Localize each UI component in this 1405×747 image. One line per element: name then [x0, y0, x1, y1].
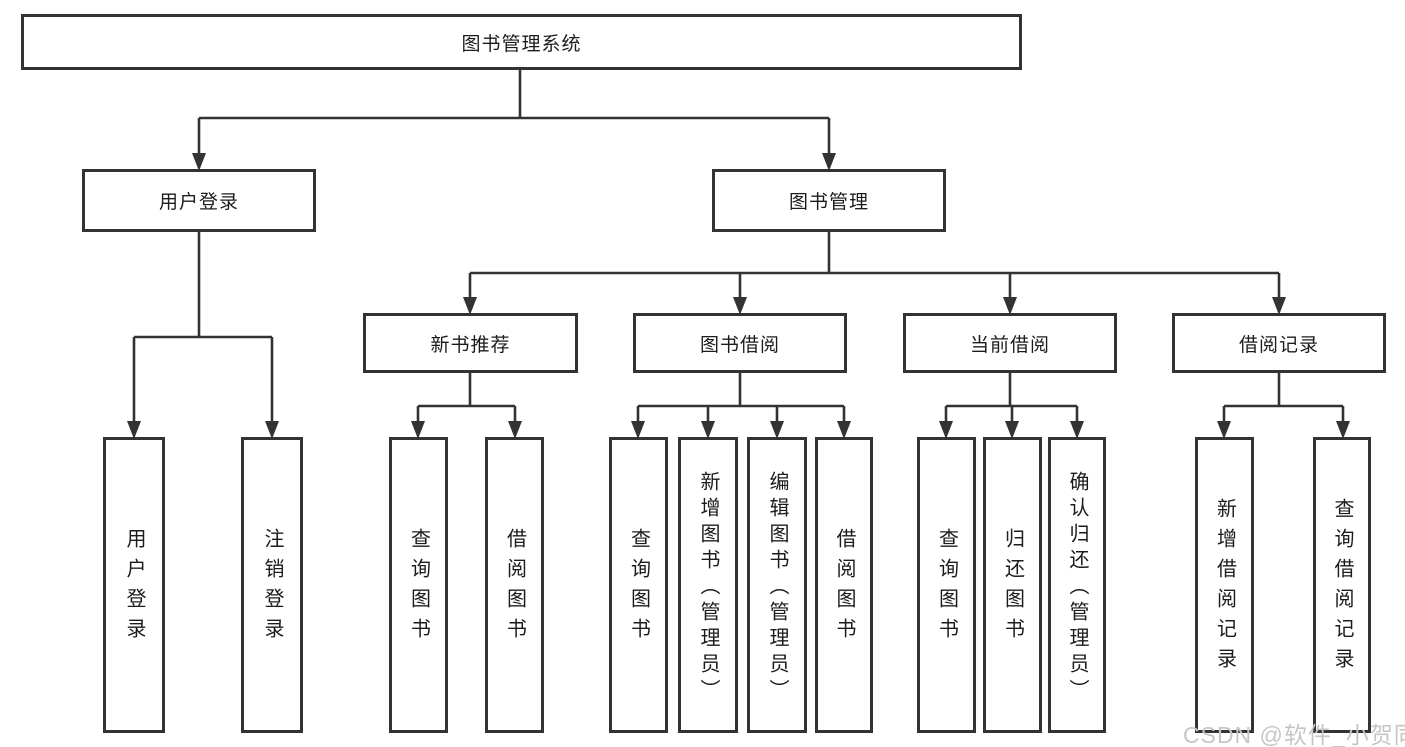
leaf-logout: 注销登录: [241, 437, 303, 733]
node-book-management-module: 图书管理: [712, 169, 946, 232]
leaf-return-book: 归还图书: [983, 437, 1042, 733]
leaf-query-borrow-record: 查询借阅记录: [1313, 437, 1371, 733]
node-new-book-recommend: 新书推荐: [363, 313, 578, 373]
node-current-borrowing: 当前借阅: [903, 313, 1117, 373]
leaf-confirm-return-admin: 确认归还（管理员）: [1048, 437, 1106, 733]
leaf-query-books-recommend: 查询图书: [389, 437, 448, 733]
leaf-query-books-borrow: 查询图书: [609, 437, 668, 733]
node-root-system: 图书管理系统: [21, 14, 1022, 70]
leaf-query-books-current: 查询图书: [917, 437, 976, 733]
leaf-edit-book-admin: 编辑图书（管理员）: [747, 437, 807, 733]
node-user-login-module: 用户登录: [82, 169, 316, 232]
leaf-add-book-admin: 新增图书（管理员）: [678, 437, 738, 733]
tree-edges: [132, 70, 1345, 424]
leaf-add-borrow-record: 新增借阅记录: [1195, 437, 1254, 733]
node-book-borrowing: 图书借阅: [633, 313, 847, 373]
csdn-watermark: CSDN @软件_小贺同学: [1183, 722, 1405, 747]
leaf-borrow-books-recommend: 借阅图书: [485, 437, 544, 733]
leaf-borrow-book: 借阅图书: [815, 437, 873, 733]
node-borrow-records: 借阅记录: [1172, 313, 1386, 373]
leaf-user-login: 用户登录: [103, 437, 165, 733]
